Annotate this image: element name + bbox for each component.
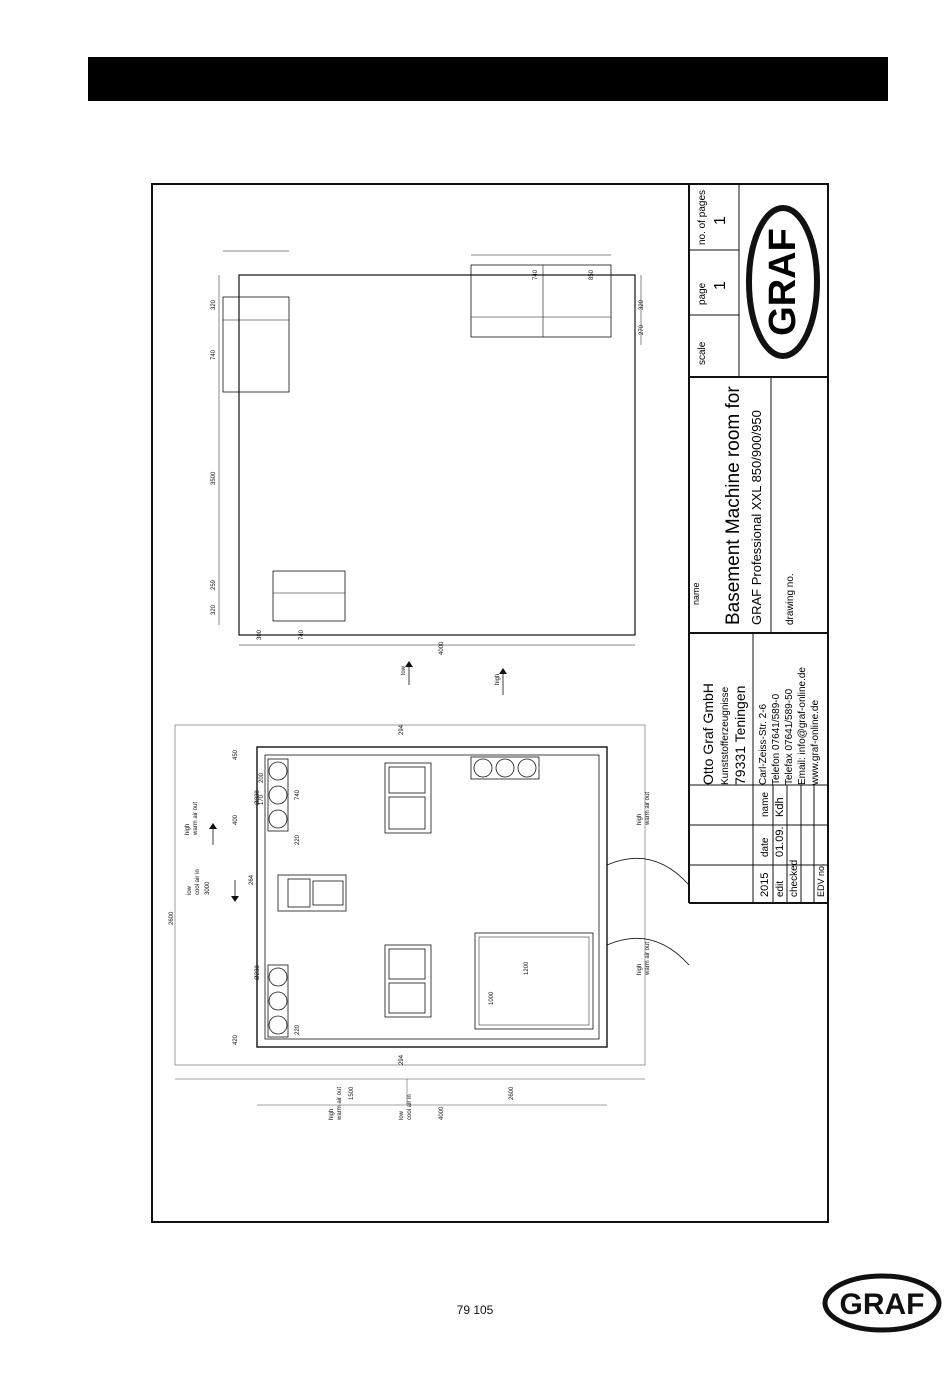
pages-label: no. of pages — [697, 190, 708, 245]
dim-2600: 2600 — [169, 911, 175, 925]
warm-label-left: warm air out — [193, 802, 199, 836]
cool-label-left: cool air in — [195, 869, 201, 895]
title-logo-text: GRAF — [762, 228, 804, 336]
drawing-title: Basement Machine room for — [723, 386, 744, 625]
title-block: scale page 1 no. of pages 1 GRAF name Ba… — [688, 185, 827, 904]
warm-label-door1: warm air out — [645, 792, 651, 826]
header-bar — [88, 57, 888, 101]
dim-259: 259 — [211, 579, 217, 590]
high-warm-label: high — [495, 674, 501, 685]
dim-220-b: 220 — [295, 1024, 301, 1035]
dim-400: 400 — [233, 814, 239, 825]
technical-drawing: scale page 1 no. of pages 1 GRAF name Ba… — [151, 183, 829, 1223]
dim-220-a: 220 — [295, 834, 301, 845]
page-label: page — [697, 282, 708, 305]
rev-date-label: date — [760, 837, 771, 857]
dim-740-c: 740 — [533, 269, 539, 280]
rev-checked-label: checked — [789, 860, 800, 897]
low-cool-label: low — [401, 665, 407, 675]
rev-year: 2015 — [759, 873, 771, 897]
dim-294-top: 294 — [399, 724, 405, 735]
cool-label-bottom: cool air in — [407, 1094, 413, 1120]
pages-value: 1 — [712, 216, 729, 225]
dim-294-bottom: 294 — [399, 1054, 405, 1065]
dim-450: 450 — [233, 749, 239, 760]
dim-4000-lower: 4000 — [439, 1106, 445, 1120]
dim-320-b: 320 — [211, 604, 217, 615]
dim-264: 264 — [249, 874, 255, 885]
rev-edit-date: 01.09. — [774, 826, 786, 857]
company-name: Otto Graf GmbH — [700, 683, 716, 785]
dim-740-a: 740 — [211, 349, 217, 360]
dim-4000-upper: 4000 — [439, 641, 445, 655]
dim-300: 300 — [257, 629, 263, 640]
page-number: 79 105 — [456, 1303, 494, 1317]
high-label-bottom: high — [329, 1109, 335, 1120]
airflow-mid: low high — [401, 661, 507, 695]
upper-plan-labels: 3500 4000 320 740 259 320 300 740 740 85… — [211, 269, 645, 655]
dim-420: 420 — [233, 1034, 239, 1045]
warm-label-door2: warm air out — [645, 942, 651, 976]
dim-850: 850 — [589, 269, 595, 280]
page-value: 1 — [712, 281, 729, 290]
rev-name-label: name — [760, 792, 771, 817]
dia-238-a: Ø238 — [255, 965, 261, 980]
dim-1500: 1500 — [349, 1086, 355, 1100]
dim-170: 170 — [259, 794, 265, 805]
rev-edit-label: edit — [775, 881, 786, 897]
dim-3500: 3500 — [211, 471, 217, 485]
high-label-door1: high — [637, 814, 643, 825]
rev-edv-label: EDV no. — [816, 863, 826, 897]
address-line-3: Telefax 07641/589-50 — [784, 688, 795, 785]
low-label-left: low — [187, 885, 193, 895]
high-label-left: high — [185, 824, 191, 835]
address-line-1: Carl-Zeiss-Str. 2-6 — [758, 703, 769, 785]
dim-2000: 2600 — [509, 1086, 515, 1100]
address-line-4: Email: info@graf-online.de — [797, 667, 808, 785]
upper-plan — [218, 250, 642, 646]
warm-label-bottom: warm air out — [337, 1087, 343, 1121]
footer-logo-text: GRAF — [840, 1288, 925, 1321]
dim-1000: 1000 — [489, 991, 495, 1005]
lower-plan-labels: 2600 3000 4000 1500 2600 420 450 400 200… — [169, 724, 530, 1120]
rev-edit-name: Kdh — [774, 797, 786, 817]
graf-logo: GRAF — [822, 1272, 944, 1334]
dim-1200: 1200 — [524, 961, 530, 975]
address-line-2: Telefon 07641/589-0 — [771, 693, 782, 785]
low-label-bottom: low — [399, 1110, 405, 1120]
name-label: name — [691, 582, 701, 605]
dim-740-b: 740 — [299, 629, 305, 640]
dim-320-c: 320 — [639, 299, 645, 310]
dia-338: Ø338 — [255, 790, 261, 805]
dim-270: 270 — [639, 324, 645, 335]
address-line-5: www.graf-online.de — [810, 700, 821, 786]
lower-plan — [174, 724, 690, 1106]
dim-320-a: 320 — [211, 299, 217, 310]
floor-plan-svg: scale page 1 no. of pages 1 GRAF name Ba… — [169, 185, 827, 1121]
graf-logo-rotated: GRAF — [746, 205, 820, 359]
dim-3000: 3000 — [205, 881, 211, 895]
high-label-door2: high — [637, 964, 643, 975]
dim-740-d: 740 — [295, 789, 301, 800]
company-city: 79331 Teningen — [732, 686, 748, 785]
drawing-no-label: drawing no. — [785, 573, 796, 625]
dim-200: 200 — [259, 772, 265, 783]
lower-airflow: high warm air out low cool air in high w… — [185, 792, 651, 1121]
drawing-subtitle: GRAF Professional XXL 850/900/950 — [749, 410, 764, 625]
company-sub: Kunststofferzeugnisse — [720, 686, 731, 785]
scale-label: scale — [697, 341, 708, 365]
